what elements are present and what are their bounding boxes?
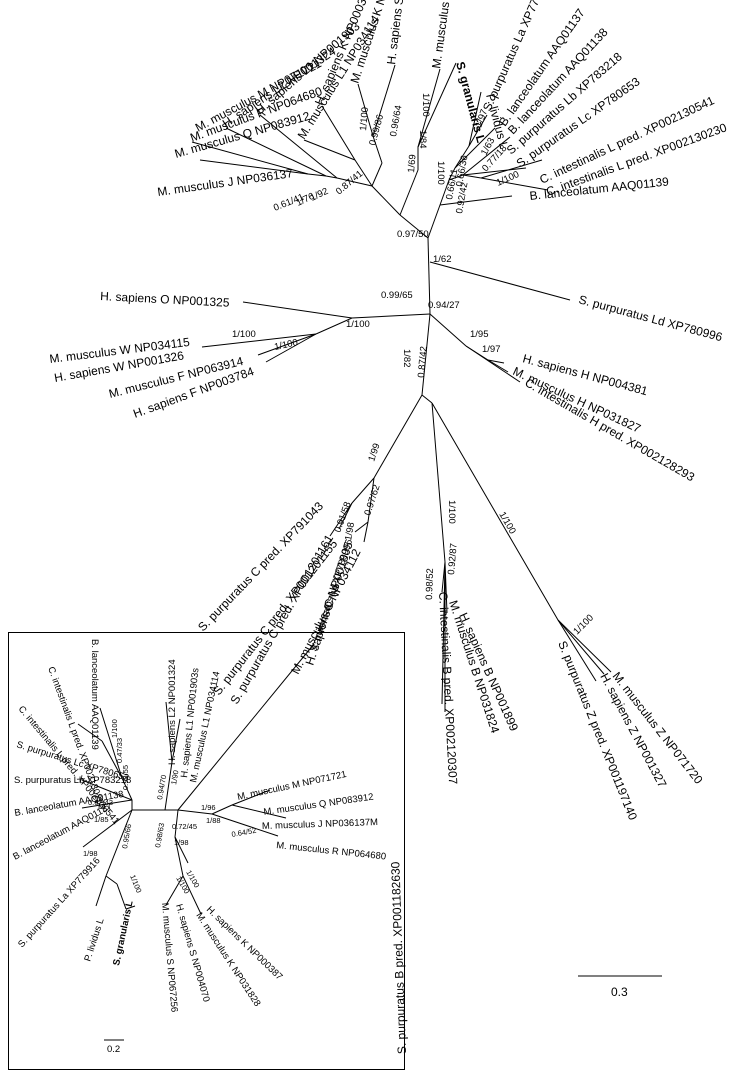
leaf-label: C. intestinalis H pred. XP002128293 — [523, 375, 698, 484]
support-value: 0.64/52 — [231, 826, 257, 839]
support-value: 0.99/65 — [381, 290, 413, 301]
support-value: 0.62/43 — [88, 798, 113, 807]
leaf-label: M. musculus J NP036137 — [156, 166, 294, 199]
support-value: 1/100 — [571, 613, 596, 638]
support-value: 1/69 — [406, 154, 419, 173]
support-value: 0.98/52 — [424, 568, 436, 600]
support-value: 0.61/41 — [272, 192, 306, 214]
support-value: 1/100 — [420, 93, 431, 117]
leaf-label: P. lividus L — [82, 917, 106, 963]
main-tree-branches — [191, 62, 662, 977]
support-value: 0.97/50 — [397, 229, 429, 240]
support-value: 1/62 — [433, 254, 452, 265]
leaf-label: M. musculus J NP036137M — [262, 817, 379, 832]
leaf-label: M. musculus R NP064680 — [276, 840, 387, 862]
main-tree-leaf-labels: M. musculus K NP031828 H. sapiens S NP00… — [49, 0, 729, 1054]
support-value: 0.47/33 — [115, 738, 124, 763]
leaf-label: H. sapiens S NP004070 — [384, 0, 414, 65]
support-value: 1/97 — [482, 344, 501, 355]
inset-frame — [8, 632, 405, 1070]
support-value: 0.66/36 — [454, 154, 470, 187]
support-value: 1/98 — [174, 838, 189, 847]
support-value: 0.66/11 — [444, 168, 460, 200]
support-value: 1/100 — [232, 329, 256, 340]
leaf-label: B. lanceolatum AAQ01139 — [89, 639, 100, 750]
support-value: 0.94/27 — [428, 300, 460, 311]
support-value: 0.98/63 — [153, 822, 166, 848]
inset-tree-leaf-labels: B. lanceolatum AAQ01139 C. intestinalis … — [11, 538, 386, 1013]
support-value: 1/84 — [417, 130, 428, 149]
support-value: 0.98/55 — [121, 765, 130, 790]
support-value: 1/98 — [83, 849, 98, 858]
support-value: 1/100 — [128, 873, 143, 894]
leaf-label: S. granularis L — [111, 900, 136, 967]
leaf-label: S. purpuratus Ld XP780996 — [577, 292, 724, 344]
support-value: 1/96 — [201, 803, 216, 812]
support-value: 0.72/45 — [172, 822, 197, 831]
support-value: 1/100 — [358, 107, 371, 132]
inset-tree-branches — [77, 643, 315, 1041]
support-value: 1/82 — [401, 349, 412, 368]
inset-scale-label: 0.2 — [107, 1044, 120, 1055]
support-value: 1/100 — [446, 500, 457, 524]
leaf-label: M. musculus S NP067256 — [159, 902, 180, 1012]
support-value: 0.94/70 — [155, 774, 168, 800]
support-value: 0.92/87 — [446, 543, 460, 576]
support-value: 1/100 — [346, 319, 370, 330]
support-value: 0.92/42 — [454, 181, 470, 214]
support-value: 0.95/66 — [120, 823, 133, 849]
support-value: 1/90 — [169, 769, 180, 785]
support-value: 1/98 — [343, 521, 357, 541]
support-value: 1/100 — [110, 719, 119, 738]
support-value: 1/88 — [206, 816, 221, 825]
leaf-label: S. purpuratus B pred. XP001182630 — [388, 861, 409, 1054]
support-value: 1/100 — [435, 161, 446, 185]
leaf-label: M. musculus S NP067256 — [429, 0, 462, 69]
support-value: 1/85 — [94, 815, 109, 824]
support-value: 0.87/42 — [416, 346, 430, 379]
support-value: 1/95 — [470, 329, 489, 340]
support-value: 1/100 — [496, 510, 517, 536]
support-value: 1/99 — [366, 442, 382, 463]
leaf-label: S. purpuratus Lb XP783218 — [14, 775, 131, 786]
leaf-label: H. sapiens L2 NP001324 — [167, 659, 178, 765]
support-value: 1/100 — [273, 337, 299, 353]
support-value: 0.96/64 — [388, 104, 404, 137]
main-scale-label: 0.3 — [611, 985, 628, 999]
support-value: 1/100 — [495, 169, 521, 189]
leaf-label: H. sapiens O NP001325 — [100, 289, 230, 310]
leaf-label: M. musculus Q NP083912 — [263, 792, 374, 818]
